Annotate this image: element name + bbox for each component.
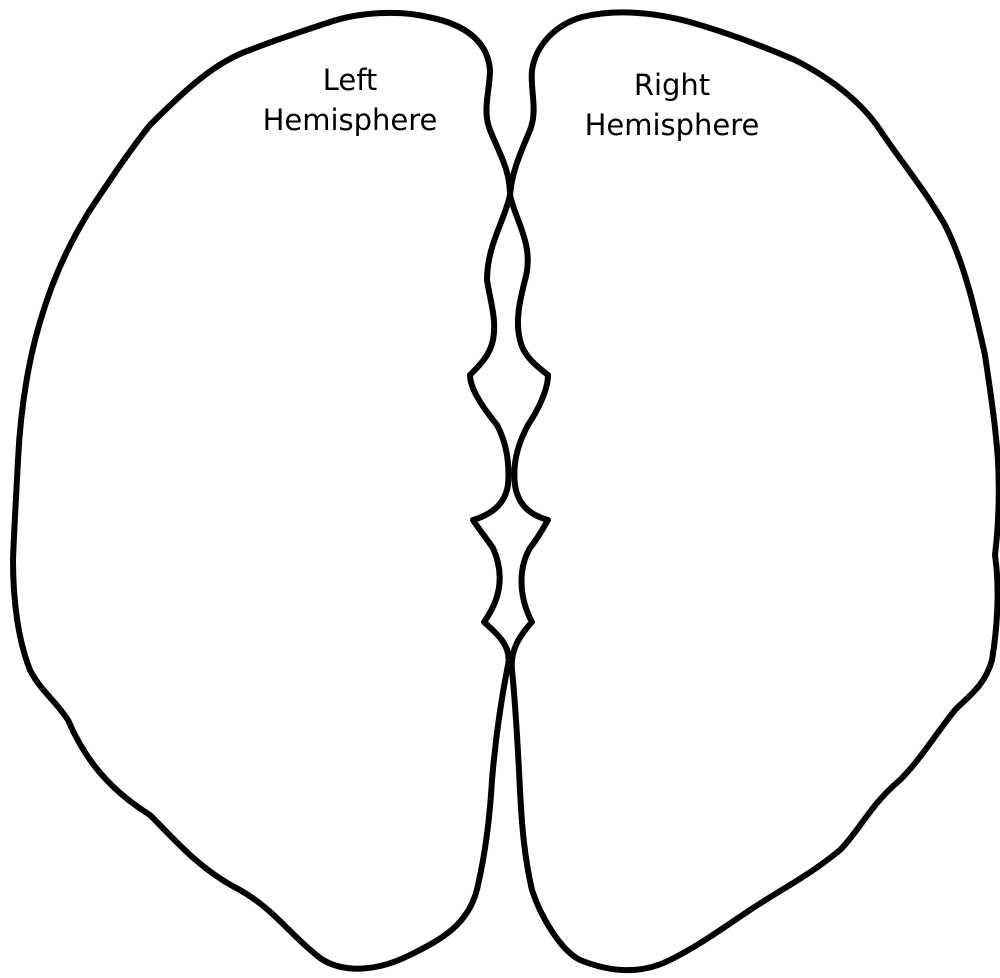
- left-hemisphere-label-line2: Hemisphere: [263, 103, 438, 137]
- right-hemisphere-outline: [510, 13, 999, 971]
- left-hemisphere-outline: [13, 13, 510, 969]
- right-hemisphere-label-line2: Hemisphere: [585, 108, 760, 142]
- right-hemisphere-label-line1: Right: [634, 68, 710, 102]
- left-hemisphere-label-line1: Left: [323, 63, 378, 97]
